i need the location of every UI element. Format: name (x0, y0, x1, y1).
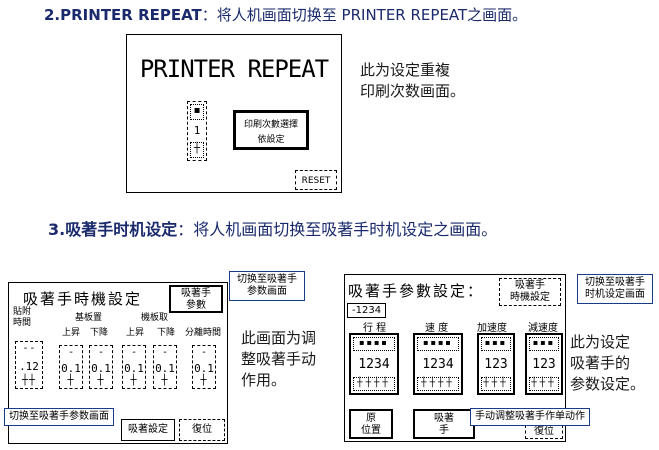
suction-hand-button[interactable]: 吸著 手 (413, 409, 475, 439)
col-header-attach-1: 貼附 (13, 307, 32, 317)
sub-header-down-2: 下降 (157, 328, 176, 338)
param-value-accel[interactable]: ▪▪▪ 123 ┼┼┼ (477, 333, 515, 395)
section2-heading-text: ：将人机画面切换至 PRINTER REPEAT之画面。 (201, 6, 528, 24)
section2-heading-bold: 2.PRINTER REPEAT (44, 6, 202, 24)
timing-reset-button[interactable]: 復位 (179, 419, 225, 441)
suction-hand-label-1: 吸著 (434, 413, 454, 424)
counter-down-key[interactable]: ┼ (190, 142, 204, 158)
suction-param-label-2: 參數 (186, 300, 206, 311)
timing-value-text: 0.1 (155, 362, 175, 375)
timing-value-text: 0.1 (61, 362, 81, 375)
sub-header-down-1: 下降 (90, 328, 109, 338)
right-side-line3: 参数设定。 (570, 375, 646, 393)
param-value-text: 1234 (358, 357, 390, 372)
timing-value-text: .12 (19, 360, 39, 373)
param-value-speed[interactable]: ▪▪▪▪ 1234 ┼┼┼┼ (413, 333, 463, 395)
repeat-select-label-2: 依設定 (257, 135, 285, 145)
printer-repeat-title: PRINTER REPEAT (139, 55, 329, 83)
origin-label-1: 原 (366, 413, 376, 424)
param-value-text: 123 (484, 357, 508, 372)
param-reset-button[interactable]: 復位 (525, 425, 563, 439)
right-side-text: 此为设定 吸著手的 参数设定。 (570, 332, 645, 395)
param-value-text: 123 (532, 357, 556, 372)
timing-value-separate[interactable]: - 0.1 ┼ (192, 345, 216, 389)
counter-up-key[interactable]: ▪ (190, 104, 204, 120)
section3-heading: 3.吸著手时机设定：将人机画面切换至吸著手时机设定之画面。 (48, 216, 497, 240)
col-header-attach-2: 時間 (13, 318, 32, 328)
repeat-select-button[interactable]: 印刷次數選擇 依設定 (233, 110, 309, 150)
printer-reset-button[interactable]: RESET (295, 170, 337, 190)
callout-to-param-screen-bottom: 切换至吸著手参数画面 (4, 408, 114, 426)
param-value-text: 1234 (422, 357, 454, 372)
counter-value: 1 (193, 124, 201, 137)
suction-timing-button[interactable]: 吸著手 時機設定 (499, 278, 561, 306)
timing-value-take-up[interactable]: - 0.1 ┼ (122, 345, 146, 389)
suction-param-button[interactable]: 吸著手 參數 (169, 285, 223, 313)
suction-param-label-1: 吸著手 (181, 288, 211, 299)
timing-screen-title: 吸著手時機設定 (23, 290, 143, 308)
section3-heading-bold: 3.吸著手时机设定 (48, 220, 178, 239)
group-header-board-place: 基板置 (75, 313, 103, 323)
param-screen-title: 吸著手參數設定： (348, 282, 485, 300)
printer-repeat-screen: PRINTER REPEAT ▪ 1 ┼ 印刷次數選擇 依設定 RESET (126, 34, 342, 193)
left-side-text: 此画面为调 整吸著手动 作用。 (241, 328, 316, 391)
sub-header-up-2: 上昇 (126, 328, 145, 338)
param-value-stroke[interactable]: ▪▪▪▪ 1234 ┼┼┼┼ (349, 333, 399, 395)
suction-hand-label-2: 手 (439, 425, 449, 436)
sub-header-up-1: 上昇 (62, 328, 81, 338)
right-side-line1: 此为设定 (570, 333, 631, 351)
right-side-line2: 吸著手的 (570, 354, 631, 372)
timing-value-place-down[interactable]: - 0.1 ┼ (89, 345, 113, 389)
timing-value-text: 0.1 (194, 362, 214, 375)
col-header-separate-time: 分離時間 (185, 328, 222, 338)
repeat-counter[interactable]: ▪ 1 ┼ (187, 101, 207, 161)
param-col-stroke: 行 程 (363, 323, 387, 334)
group-header-board-take: 機板取 (141, 313, 169, 323)
section3-heading-text: ：将人机画面切换至吸著手时机设定之画面。 (177, 220, 498, 239)
section2-side-line1: 此为设定重複 (360, 61, 451, 79)
left-side-line3: 作用。 (241, 371, 287, 389)
section2-side-line2: 印刷次数画面。 (360, 82, 466, 100)
suction-timing-label-1: 吸著手 (515, 280, 545, 291)
param-setting-screen: 吸著手參數設定： 吸著手 時機設定 -1234 行 程 速 度 加速度 減速度 … (344, 274, 566, 442)
param-col-decel: 減速度 (528, 323, 558, 334)
repeat-select-label: 印刷次數選擇 (243, 120, 298, 130)
timing-value-text: 0.1 (124, 362, 144, 375)
timing-value-place-up[interactable]: - 0.1 ┼ (59, 345, 83, 389)
col-header-attach-time: 貼附 時間 (13, 307, 31, 329)
param-value-readout: -1234 (347, 303, 387, 318)
param-col-speed: 速 度 (425, 323, 449, 334)
timing-value-take-down[interactable]: - 0.1 ┼ (153, 345, 177, 389)
callout-manual-adjust: 手动调整吸著手作单动作 (470, 408, 590, 426)
left-side-line1: 此画面为调 (241, 329, 317, 347)
param-value-decel[interactable]: ▪▪▪ 123 ┼┼┼ (525, 333, 563, 395)
param-col-accel: 加速度 (477, 323, 507, 334)
callout-to-timing-screen: 切换至吸著手时机设定画面 (577, 274, 653, 304)
section2-side-text: 此为设定重複 印刷次数画面。 (360, 60, 465, 102)
left-side-line2: 整吸著手动 (241, 350, 317, 368)
suction-timing-label-2: 時機設定 (510, 292, 550, 303)
timing-value-text: 0.1 (91, 362, 111, 375)
callout-to-param-screen-top: 切换至吸著手参数画面 (229, 271, 305, 301)
suction-setting-button[interactable]: 吸著設定 (121, 419, 175, 441)
section2-heading: 2.PRINTER REPEAT：将人机画面切换至 PRINTER REPEAT… (44, 4, 527, 25)
origin-position-button[interactable]: 原 位置 (349, 409, 393, 439)
origin-label-2: 位置 (361, 425, 381, 436)
timing-value-attach[interactable]: - - .12 ┼┼ (15, 341, 43, 389)
